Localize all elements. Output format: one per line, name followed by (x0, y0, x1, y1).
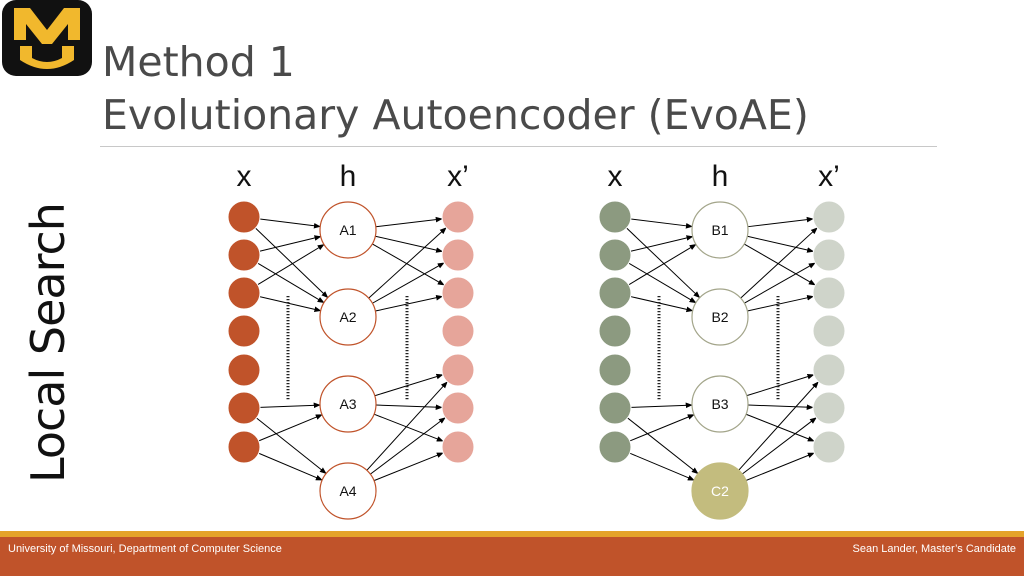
input-node-4 (227, 314, 261, 348)
output-node-1 (441, 200, 475, 234)
input-node-3 (598, 276, 632, 310)
university-logo (0, 0, 96, 80)
input-node-6 (598, 391, 632, 425)
hidden-node-B1 (691, 201, 749, 259)
output-node-5 (812, 353, 846, 387)
hidden-node-label-A4: A4 (339, 483, 356, 499)
title-line-1: Method 1 (102, 38, 295, 86)
hidden-node-label-B1: B1 (711, 222, 728, 238)
hidden-node-B2 (691, 288, 749, 346)
footer-accent-stripe (0, 531, 1024, 537)
footer-right-text: Sean Lander, Master’s Candidate (852, 543, 1016, 555)
input-node-7 (227, 430, 261, 464)
output-node-2 (441, 238, 475, 272)
hidden-node-A4 (319, 462, 377, 520)
layer-header-2: h (340, 160, 357, 193)
output-node-3 (812, 276, 846, 310)
input-node-6 (227, 391, 261, 425)
layer-header-1: x (237, 160, 252, 193)
input-node-5 (598, 353, 632, 387)
title-divider (100, 146, 937, 147)
input-node-2 (227, 238, 261, 272)
input-node-1 (227, 200, 261, 234)
output-node-7 (441, 430, 475, 464)
output-node-6 (441, 391, 475, 425)
output-node-3 (441, 276, 475, 310)
hidden-node-label-A3: A3 (339, 396, 356, 412)
output-node-4 (812, 314, 846, 348)
hidden-node-label-B2: B2 (711, 309, 728, 325)
hidden-node-label-A1: A1 (339, 222, 356, 238)
footer-left-text: University of Missouri, Department of Co… (8, 543, 282, 555)
hidden-node-label-C2: C2 (711, 483, 729, 499)
input-node-3 (227, 276, 261, 310)
footer-bar: University of Missouri, Department of Co… (0, 537, 1024, 576)
output-node-2 (812, 238, 846, 272)
hidden-node-B3 (691, 375, 749, 433)
input-node-1 (598, 200, 632, 234)
input-node-4 (598, 314, 632, 348)
hidden-node-A3 (319, 375, 377, 433)
hidden-node-A2 (319, 288, 377, 346)
layer-header-1: x (608, 160, 623, 193)
layer-header-3: x’ (447, 160, 469, 193)
hidden-node-label-A2: A2 (339, 309, 356, 325)
output-node-4 (441, 314, 475, 348)
layer-header-2: h (712, 160, 729, 193)
layer-header-3: x’ (818, 160, 840, 193)
title-line-2: Evolutionary Autoencoder (EvoAE) (102, 91, 809, 139)
hidden-node-label-B3: B3 (711, 396, 728, 412)
hidden-node-A1 (319, 201, 377, 259)
hidden-node-C2 (691, 462, 749, 520)
slide-title: Method 1 Evolutionary Autoencoder (EvoAE… (102, 36, 809, 142)
output-node-6 (812, 391, 846, 425)
input-node-2 (598, 238, 632, 272)
output-node-1 (812, 200, 846, 234)
input-node-7 (598, 430, 632, 464)
input-node-5 (227, 353, 261, 387)
output-node-7 (812, 430, 846, 464)
output-node-5 (441, 353, 475, 387)
